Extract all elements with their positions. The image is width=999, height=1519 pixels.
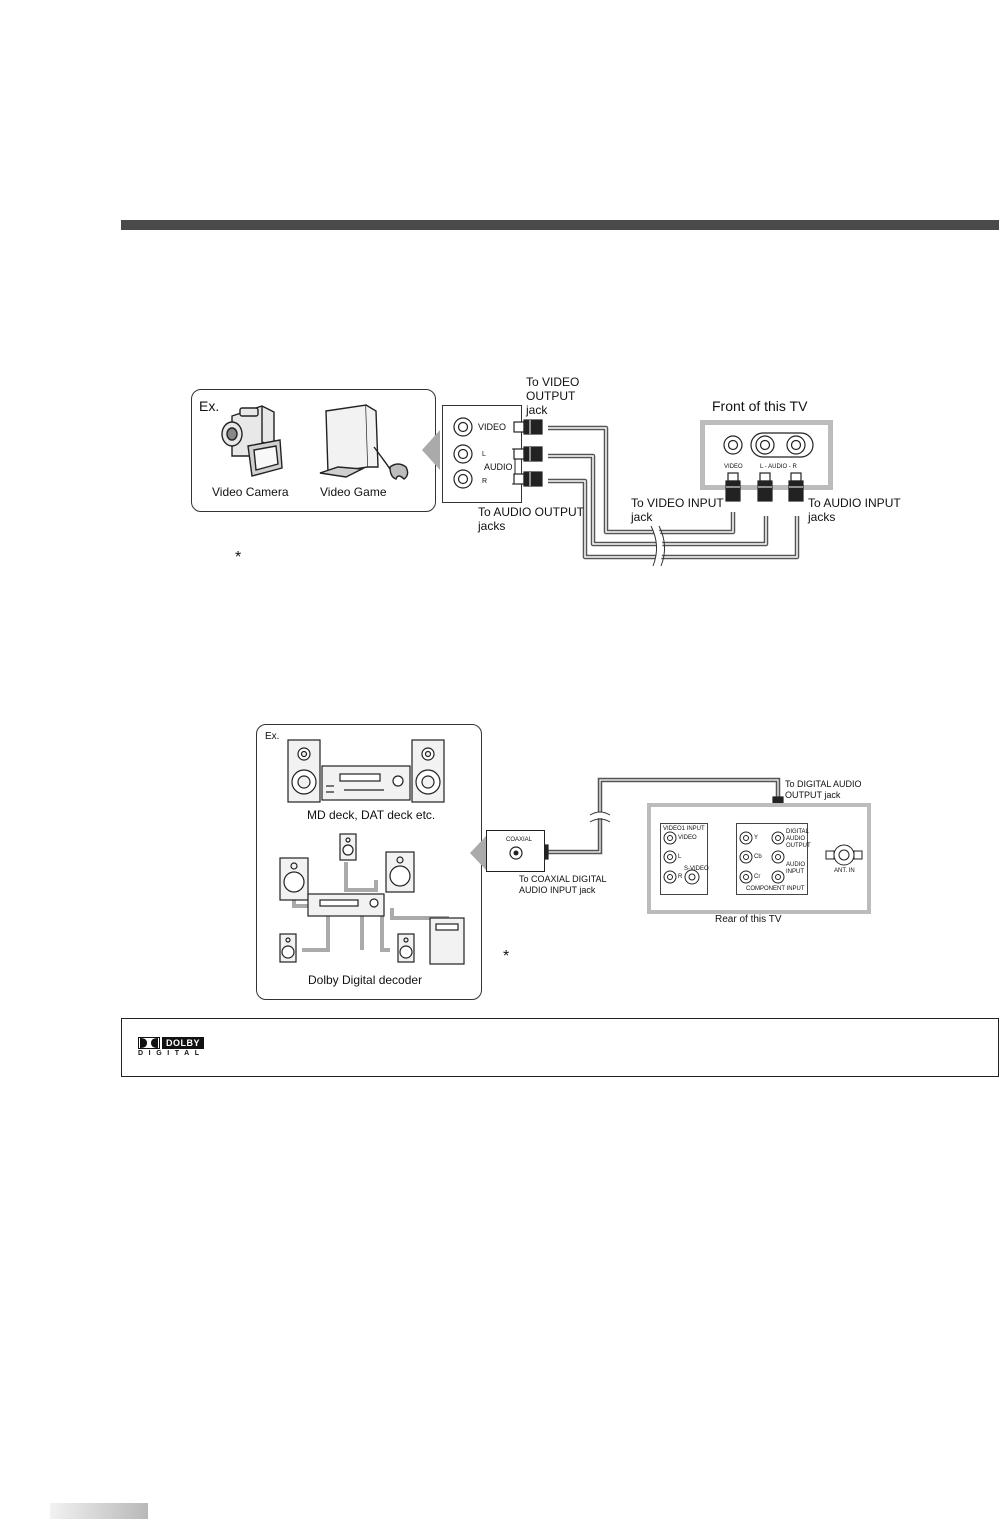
rear-of-tv-label: Rear of this TV (715, 914, 782, 925)
jack-r-label: R (482, 478, 488, 485)
stereo-system-icon (287, 739, 445, 803)
dolby-word: DOLBY (162, 1037, 204, 1049)
s-video-label: S-VIDEO (684, 866, 709, 872)
rear-r-label: R (678, 874, 683, 880)
video1-input-label: VIDEO1 INPUT (663, 826, 705, 832)
tv-rear-jacks (663, 831, 863, 885)
video-camera-label: Video Camera (212, 485, 289, 499)
ex-label-2: Ex. (265, 731, 280, 742)
audio-input-label: AUDIO INPUT (786, 862, 806, 875)
to-audio-input-label: To AUDIO INPUT jacks (808, 496, 901, 524)
tv-front-jacks (723, 432, 814, 502)
section-header-rule (121, 220, 999, 230)
dolby-digital-notice-box (121, 1018, 999, 1077)
footnote-asterisk: * (235, 549, 242, 566)
video1-input-group (660, 823, 708, 895)
video-game-label: Video Game (320, 485, 387, 499)
footnote-asterisk-2: * (503, 948, 510, 965)
dolby-digital-logo: DOLBY DIGITAL (138, 1037, 206, 1059)
coaxial-label: COAXIAL (506, 837, 533, 843)
rear-y-label: Y (754, 835, 759, 841)
rear-cr-label: Cr (754, 874, 761, 880)
digital-word: DIGITAL (138, 1050, 205, 1057)
dolby-decoder-label: Dolby Digital decoder (308, 973, 423, 987)
rear-video-label: VIDEO (678, 835, 697, 841)
to-video-output-label: To VIDEO OUTPUT jack (526, 375, 580, 417)
coaxial-jack-icon (509, 846, 523, 860)
coaxial-input-box (486, 830, 545, 872)
tv-video-jack-label: VIDEO (724, 464, 743, 470)
direction-arrow-icon (422, 430, 440, 470)
rear-cb-label: Cb (754, 854, 762, 860)
to-video-input-label: To VIDEO INPUT jack (631, 496, 724, 524)
jack-audio-label: AUDIO (484, 462, 513, 472)
front-of-tv-label: Front of this TV (712, 398, 808, 414)
digital-audio-output-label: DIGITAL AUDIO OUTPUT (786, 829, 811, 849)
jack-video-label: VIDEO (478, 422, 507, 432)
surround-system-icon (279, 833, 465, 965)
md-deck-label: MD deck, DAT deck etc. (307, 808, 436, 822)
ex-label: Ex. (199, 398, 220, 414)
jack-l-label: L (482, 451, 486, 458)
direction-arrow-icon-2 (470, 836, 486, 870)
to-coaxial-input-label: To COAXIAL DIGITAL AUDIO INPUT jack (519, 874, 607, 895)
device-output-jacks (453, 417, 543, 489)
dolby-double-d-icon (138, 1037, 160, 1049)
page-number-tab (50, 1503, 148, 1519)
game-console-icon (319, 404, 409, 480)
component-input-group (736, 823, 808, 895)
to-digital-output-label: To DIGITAL AUDIO OUTPUT jack (785, 779, 862, 800)
to-audio-output-label: To AUDIO OUTPUT jacks (478, 505, 584, 533)
video-camera-icon (221, 405, 283, 477)
ant-in-label: ANT. IN (834, 868, 855, 874)
tv-audio-jack-label: L - AUDIO - R (760, 464, 797, 470)
rear-l-label: L (678, 854, 682, 860)
component-input-label: COMPONENT INPUT (746, 886, 805, 892)
